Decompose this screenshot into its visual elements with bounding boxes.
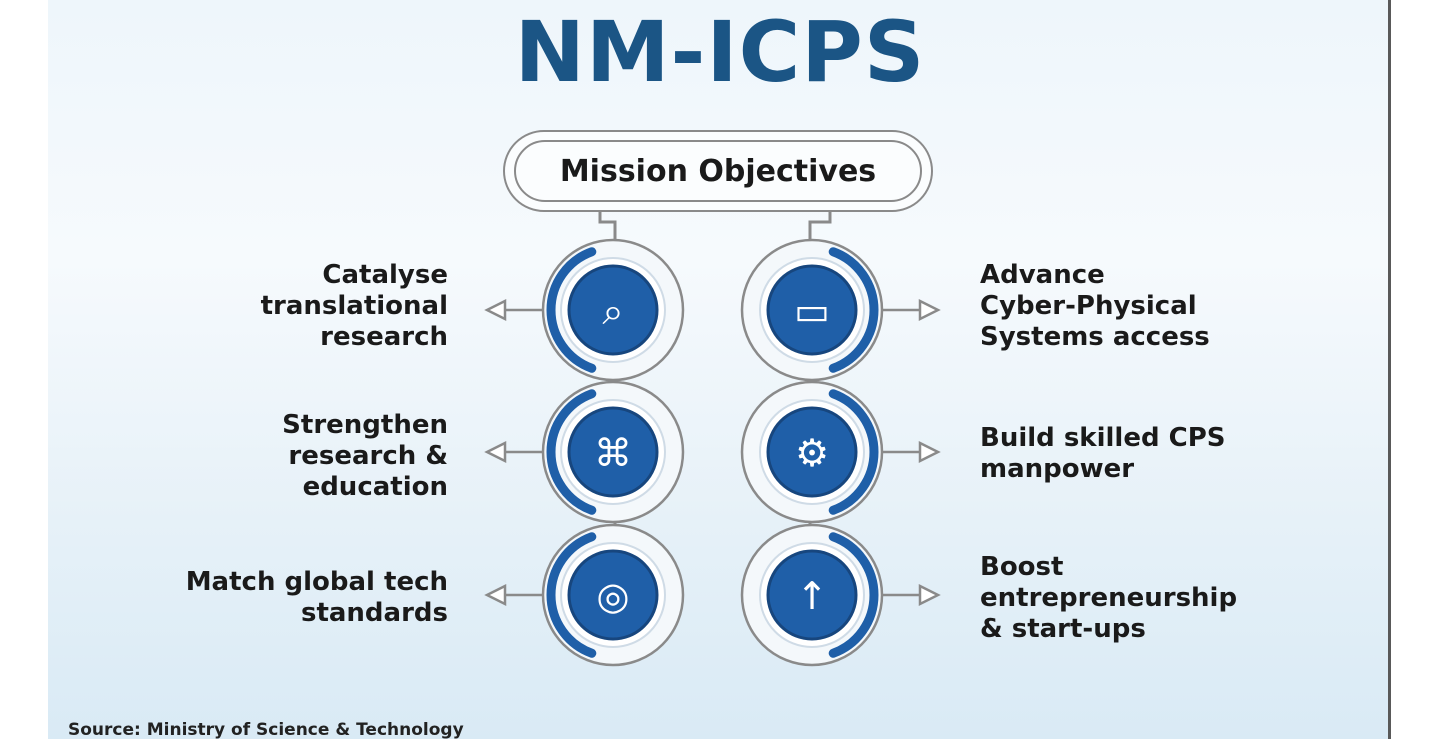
objective-left-1: Catalyse translational research <box>260 260 448 352</box>
objective-left-2: Strengthen research & education <box>282 410 448 502</box>
objective-right-1: Advance Cyber-Physical Systems access <box>980 260 1210 352</box>
mission-objectives-label: Mission Objectives <box>514 140 922 202</box>
arrow-head-icon <box>918 298 941 322</box>
node-disc <box>768 266 856 354</box>
lightbulb-gear-icon: ⚙ <box>795 431 829 475</box>
objective-left-3: Match global tech standards <box>185 567 448 628</box>
node-disc <box>569 266 657 354</box>
node-blue-arc <box>828 532 879 658</box>
node-disc <box>768 551 856 639</box>
arrow-head-icon <box>918 583 941 607</box>
node-blue-arc <box>546 389 597 515</box>
node-disc <box>569 551 657 639</box>
background-panel <box>48 0 1388 739</box>
objective-right-3: Boost entrepreneurship & start-ups <box>980 552 1238 644</box>
node-disc-edge <box>766 406 858 498</box>
panel-edge <box>1388 0 1391 739</box>
node-disc-edge <box>766 549 858 641</box>
node-disc-edge <box>567 264 659 356</box>
education-search-icon: ⌘ <box>594 431 632 475</box>
objective-node: ⌘ <box>484 380 685 524</box>
arrow-head-icon <box>484 440 507 464</box>
node-disc <box>569 408 657 496</box>
arrow-head-icon <box>484 583 507 607</box>
objective-node: ↑ <box>740 523 941 667</box>
laptop-network-icon: ▭ <box>794 289 830 333</box>
arrow-head-icon <box>918 440 941 464</box>
objective-node: ▭ <box>740 238 941 382</box>
page-title: NM-ICPS <box>514 3 926 101</box>
node-blue-arc <box>546 532 597 658</box>
node-blue-arc <box>828 247 879 373</box>
objective-node: ◎ <box>484 523 685 667</box>
source-note: Source: Ministry of Science & Technology <box>68 720 464 740</box>
node-disc <box>768 408 856 496</box>
node-disc-edge <box>567 406 659 498</box>
objective-node: ⌕ <box>484 238 685 382</box>
node-disc-edge <box>766 264 858 356</box>
arrow-head-icon <box>484 298 507 322</box>
objective-node: ⚙ <box>740 380 941 524</box>
objective-right-2: Build skilled CPS manpower <box>980 423 1226 484</box>
node-disc-edge <box>567 549 659 641</box>
rocket-icon: ↑ <box>796 574 828 618</box>
mission-pill-outer <box>503 130 933 212</box>
node-blue-arc <box>546 247 597 373</box>
research-magnifier-icon: ⌕ <box>602 289 623 333</box>
node-blue-arc <box>828 389 879 515</box>
global-standards-icon: ◎ <box>596 574 629 618</box>
